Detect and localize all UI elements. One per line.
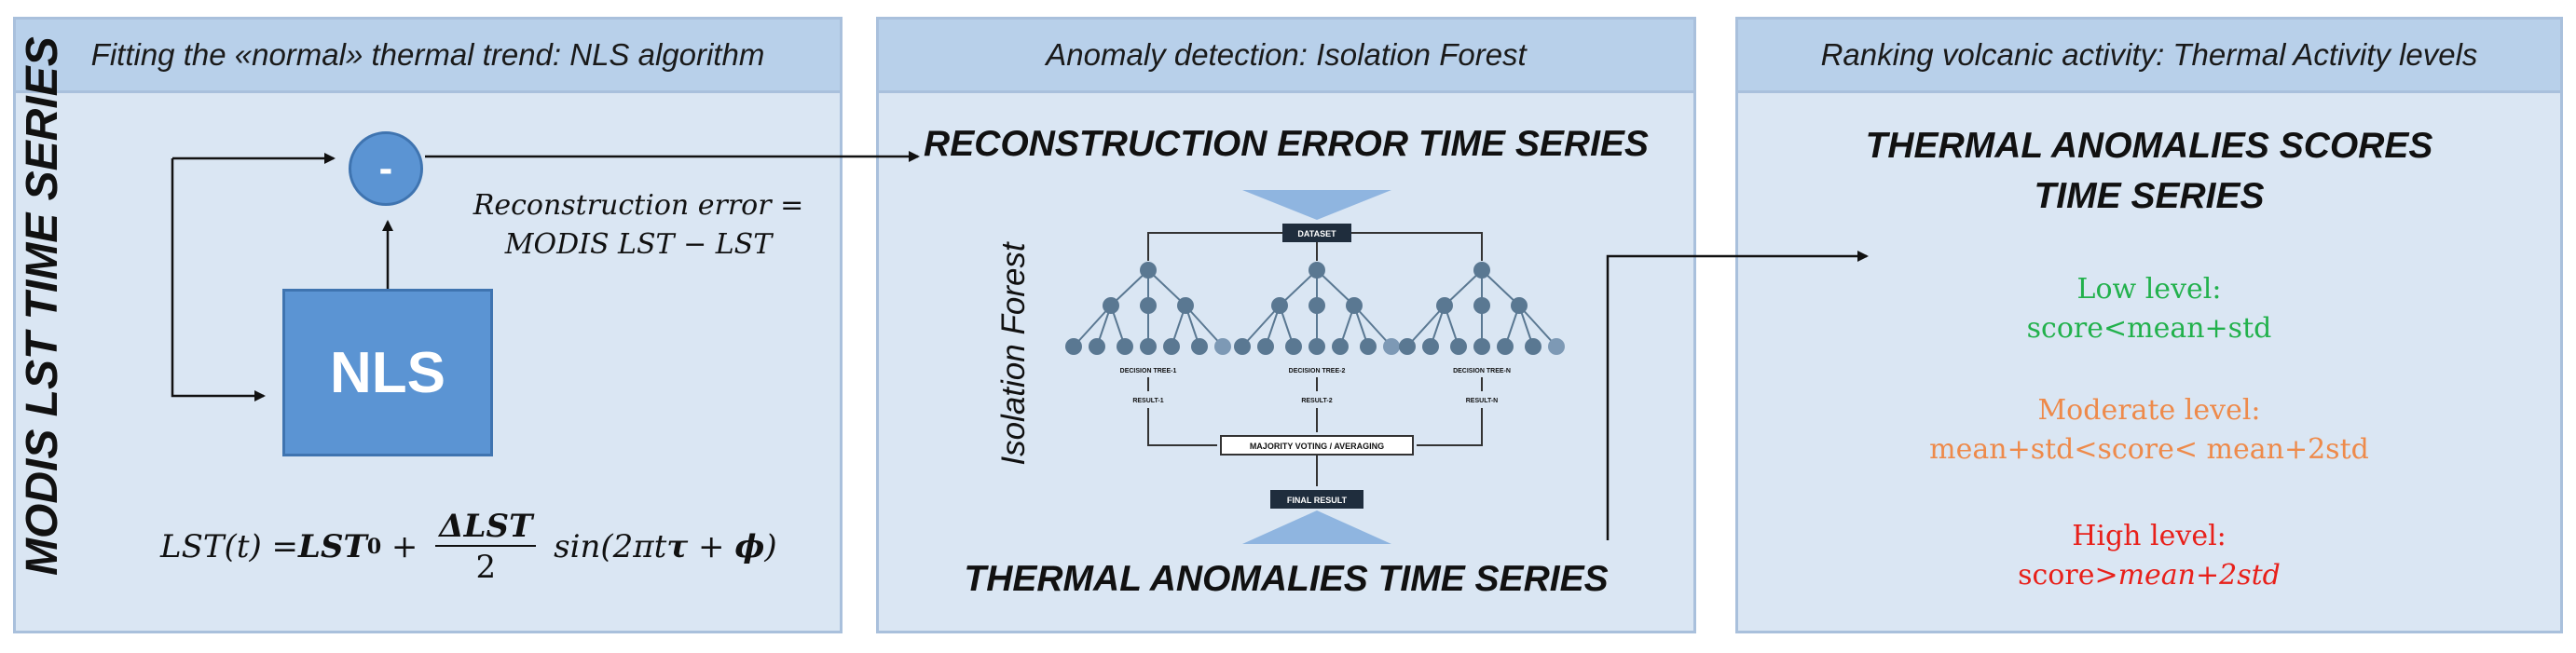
- nls-block: NLS: [282, 289, 493, 456]
- formula-lhs: LST(t) =: [160, 528, 299, 565]
- moderate-level-block: Moderate level: mean+std<score< mean+2st…: [1735, 391, 2563, 469]
- scores-title-line2: TIME SERIES: [2034, 176, 2265, 216]
- formula-plus2: +: [688, 528, 735, 565]
- formula-numerator: ΔLST: [435, 508, 537, 547]
- low-level-rule: score<mean+std: [2026, 312, 2272, 345]
- formula-lst0: LST: [298, 528, 367, 565]
- scores-title: THERMAL ANOMALIES SCORES TIME SERIES: [1735, 121, 2563, 222]
- reconstruction-error-equation: Reconstruction error = MODIS LST − LST: [447, 186, 829, 265]
- feedback-line: [171, 158, 266, 401]
- high-level-title: High level:: [2072, 520, 2227, 552]
- formula-sub0: 0: [366, 535, 382, 559]
- formula-sin: sin(2πt: [543, 528, 667, 565]
- formula-fraction: ΔLST 2: [435, 508, 537, 586]
- modis-lst-vertical-title: MODIS LST TIME SERIES: [18, 36, 67, 576]
- low-level-title: Low level:: [2076, 273, 2222, 306]
- reconstruction-error-line2: MODIS LST − LST: [504, 228, 773, 261]
- panel-activity-ranking: Ranking volcanic activity: Thermal Activ…: [1735, 17, 2563, 633]
- formula-plus: +: [381, 528, 429, 565]
- panel2-to-panel3-arrow: [1606, 251, 1869, 540]
- reconstruction-error-line1: Reconstruction error =: [473, 189, 804, 222]
- panel1-header: Fitting the «normal» thermal trend: NLS …: [16, 20, 840, 93]
- subtraction-node: -: [349, 131, 423, 206]
- reconstruction-error-title: RECONSTRUCTION ERROR TIME SERIES: [924, 124, 1649, 164]
- high-level-rule-b: mean+2std: [2117, 559, 2281, 592]
- isolation-forest-label: Isolation Forest: [995, 242, 1032, 466]
- panel-nls-fitting: Fitting the «normal» thermal trend: NLS …: [13, 17, 843, 633]
- formula-phi: ϕ: [734, 528, 765, 565]
- high-level-block: High level: score>mean+2std: [1735, 517, 2563, 595]
- thermal-anomalies-title: THERMAL ANOMALIES TIME SERIES: [964, 559, 1609, 599]
- low-level-block: Low level: score<mean+std: [1735, 270, 2563, 348]
- formula-tau: τ: [666, 528, 689, 565]
- panel3-header: Ranking volcanic activity: Thermal Activ…: [1738, 20, 2560, 93]
- high-level-rule-a: score>: [2018, 559, 2118, 592]
- scores-title-line1: THERMAL ANOMALIES SCORES: [1865, 126, 2433, 166]
- formula-close: ): [764, 528, 777, 565]
- panel2-header: Anomaly detection: Isolation Forest: [879, 20, 1693, 93]
- moderate-level-rule: mean+std<score< mean+2std: [1929, 433, 2369, 466]
- high-level-rule: score>mean+2std: [1735, 556, 2563, 595]
- formula-denominator: 2: [475, 549, 497, 586]
- moderate-level-title: Moderate level:: [2037, 394, 2261, 427]
